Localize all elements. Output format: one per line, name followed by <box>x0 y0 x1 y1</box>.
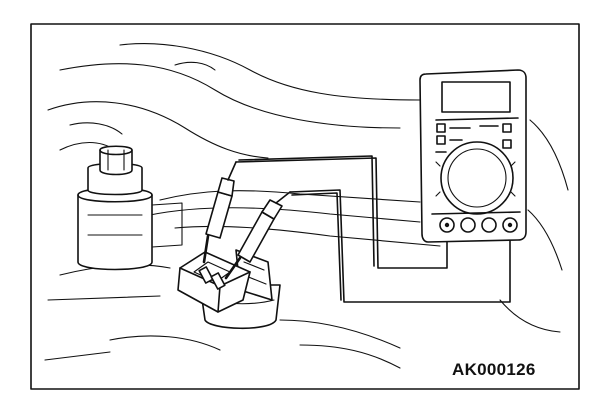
multimeter-rotary-dial <box>440 141 514 215</box>
multimeter-jack-3 <box>481 217 497 233</box>
figure-frame <box>30 23 580 390</box>
fuel-pressure-regulator <box>77 145 183 271</box>
figure-reference-code: AK000126 <box>452 360 536 379</box>
engine-background <box>44 43 569 369</box>
test-probe-right <box>224 191 291 280</box>
test-probe-left <box>202 161 237 264</box>
multimeter-display <box>441 81 511 113</box>
multimeter-jack-2 <box>460 217 476 233</box>
test-leads <box>235 155 511 303</box>
multimeter-icon <box>419 69 527 243</box>
